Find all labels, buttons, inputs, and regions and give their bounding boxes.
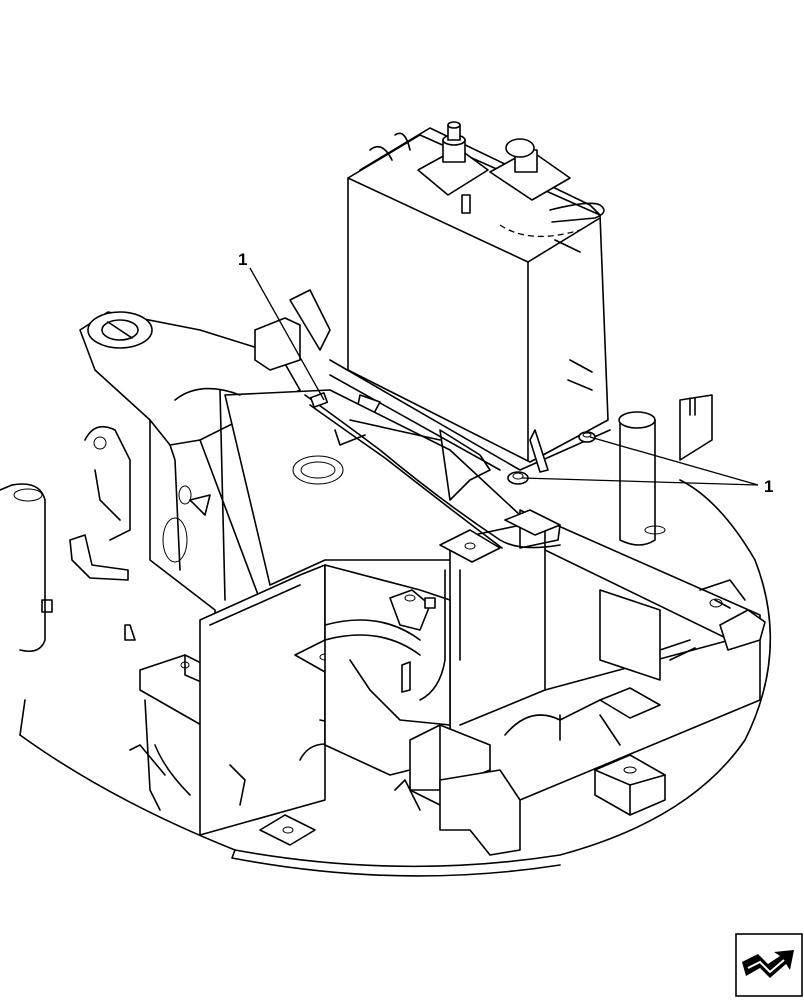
callout-1-right: 1 <box>764 477 773 496</box>
leader-callout-1-right-a <box>521 477 759 486</box>
next-page-arrow-icon[interactable] <box>734 932 804 998</box>
leader-callout-1-left <box>249 267 325 401</box>
front-block <box>394 724 666 856</box>
front-frame <box>124 564 356 846</box>
callout-1-left: 1 <box>238 250 247 269</box>
callout-leaders <box>249 267 759 486</box>
hose <box>304 394 561 549</box>
base-plate <box>0 479 772 877</box>
mounting-hardware <box>309 392 596 485</box>
fuel-tank <box>329 121 611 473</box>
main-frame <box>174 387 521 586</box>
rear-posts <box>618 394 713 546</box>
leader-callout-1-right-b <box>589 436 759 486</box>
chassis <box>449 509 766 801</box>
